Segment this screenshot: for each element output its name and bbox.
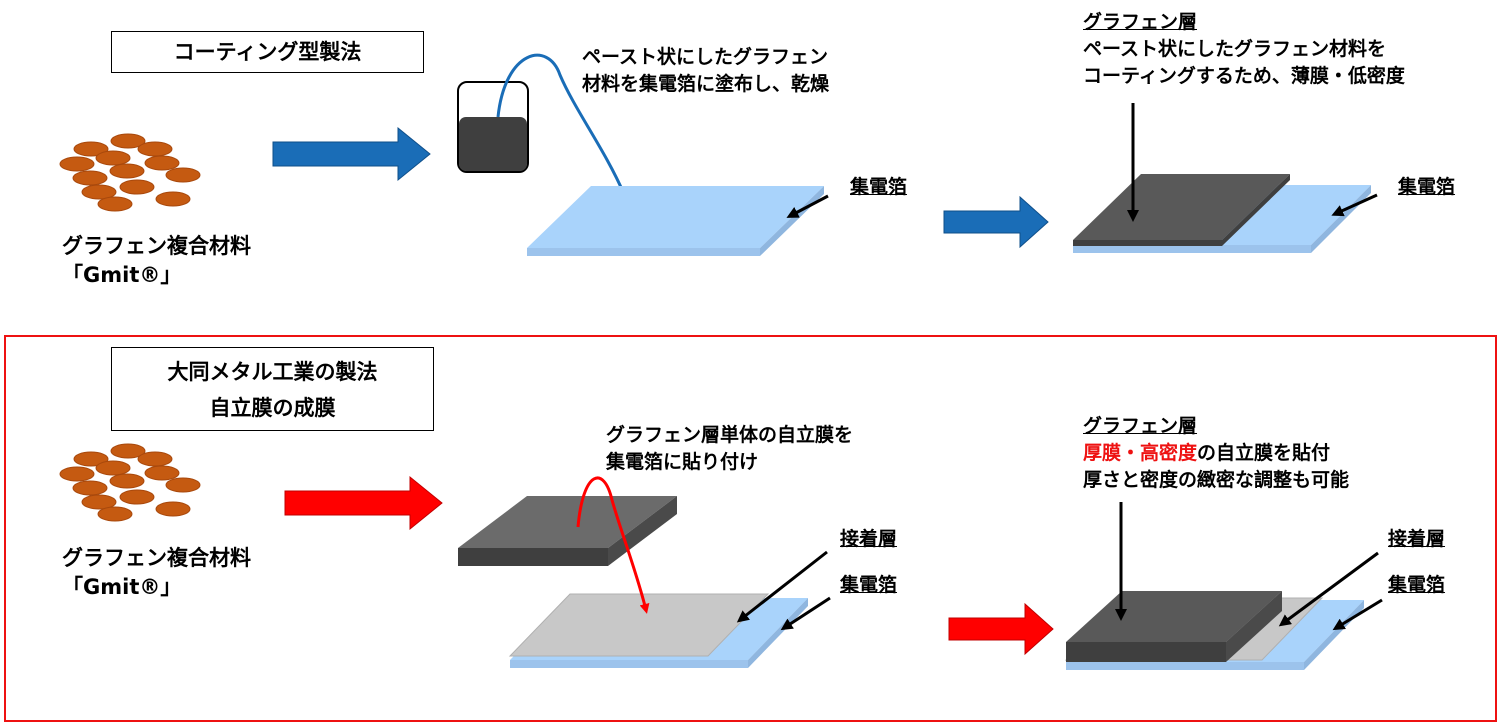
result-laminated-foil [1064,591,1364,670]
foil-label: 集電箔 [1398,176,1456,198]
process-arrow-4 [948,602,1054,656]
caption-line: ペースト状にしたグラフェン材料を [1083,38,1387,60]
adhesive-pointer-1 [736,550,828,623]
title-line: 大同メタル工業の製法 [167,360,378,384]
process-arrow-1 [272,126,431,182]
foil-label: 集電箔 [1388,574,1446,596]
caption-line: 厚さと密度の緻密な調整も可能 [1083,469,1350,491]
pour-arrow [496,53,627,198]
process-arrow-2 [943,195,1049,249]
adhesive-label: 接着層 [1388,528,1446,550]
caption-line: コーティングするため、薄膜・低密度 [1083,65,1405,87]
foil-pointer-4 [1332,598,1383,631]
paste-beaker-icon [457,81,529,173]
caption-line: ペースト状にしたグラフェン [582,46,829,68]
caption-line: 材料を集電箔に塗布し、乾燥 [582,73,830,95]
freestanding-graphene-film [458,496,677,566]
material-brand: 「Gmit®」 [62,263,182,287]
graphene-flakes-bottom [59,443,201,522]
material-label-bottom: グラフェン複合材料 「Gmit®」 [62,545,251,601]
placement-arrow [576,476,650,614]
highlight-frame [4,335,1497,722]
foil-label: 集電箔 [840,574,898,596]
adhesive-label: 接着層 [840,528,898,550]
material-name: グラフェン複合材料 [62,546,251,570]
title-line: 自立膜の成膜 [209,396,336,420]
caption-line: グラフェン層単体の自立膜を [606,424,854,446]
adhesive-pointer-2 [1278,551,1379,627]
laminated-result-caption: グラフェン層 厚膜・高密度の自立膜を貼付 厚さと密度の緻密な調整も可能 [1083,413,1349,494]
caption-line: 厚膜・高密度の自立膜を貼付 [1083,440,1349,467]
foil-pointer-2 [1331,193,1378,217]
foil-pointer-3 [780,596,831,631]
material-brand: 「Gmit®」 [62,575,182,599]
current-collector-foil-1 [527,186,824,256]
lamination-process-caption: グラフェン層単体の自立膜を 集電箔に貼り付け [606,422,853,476]
material-name: グラフェン複合材料 [62,234,251,258]
graphene-layer-label: グラフェン層 [1083,11,1198,33]
highlight-text: 厚膜・高密度 [1083,442,1198,464]
graphene-layer-label: グラフェン層 [1083,415,1198,437]
foil-label: 集電箔 [850,176,908,198]
material-label-top: グラフェン複合材料 「Gmit®」 [62,233,251,289]
current-collector-with-adhesive [508,593,808,668]
coating-method-title: コーティング型製法 [111,31,424,73]
caption-text: の自立膜を貼付 [1197,442,1331,464]
process-arrow-3 [284,475,443,531]
graphene-flakes-top [59,133,201,212]
daido-method-title: 大同メタル工業の製法 自立膜の成膜 [111,347,434,431]
result-coated-foil [1073,174,1371,253]
coated-result-caption: グラフェン層 ペースト状にしたグラフェン材料を コーティングするため、薄膜・低密… [1083,9,1405,90]
coating-process-caption: ペースト状にしたグラフェン 材料を集電箔に塗布し、乾燥 [582,44,829,98]
foil-pointer-1 [786,194,829,218]
caption-line: 集電箔に貼り付け [606,451,759,473]
